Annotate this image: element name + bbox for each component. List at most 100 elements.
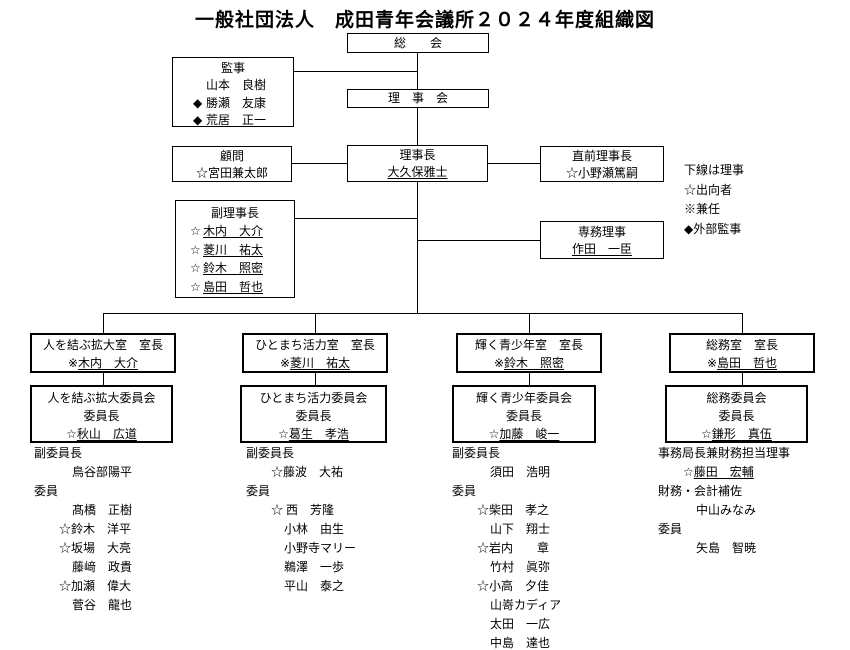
connector-line (417, 108, 418, 145)
dispatch-star-icon: ☆ (488, 427, 500, 441)
concurrent-mark: ※ (493, 356, 505, 370)
roster-member: ☆坂場 大亮 (59, 541, 132, 555)
roster-member: ☆ 西 芳隆 (271, 503, 335, 517)
box-dept-youth: 輝く青少年室 室長 ※ 鈴木 照密 (456, 333, 602, 373)
roster-member: ☆岩内 章 (477, 541, 550, 555)
auditor-row: ◆ 荒居 正一 (173, 112, 293, 130)
committee-chair-name: 葛生 孝浩 (288, 427, 349, 441)
roster-role-label: 委員 (34, 484, 59, 498)
dispatch-star-icon: ☆ (190, 261, 201, 275)
roster-member: 太田 一広 (490, 617, 551, 631)
roster-member: 中島 達也 (490, 636, 551, 650)
roster-role-label: 副委員長 (34, 446, 83, 460)
roster-member: 中山みなみ (696, 503, 757, 517)
vice-chairman-row: ☆ 鈴木 照密 (176, 259, 294, 278)
connector-line (529, 373, 530, 385)
roster-member: 平山 泰之 (284, 579, 345, 593)
marker (193, 77, 206, 95)
dept-chief-name: 木内 大介 (78, 356, 139, 370)
auditor-name: 荒居 正一 (206, 113, 267, 127)
vice-chairman-row: ☆ 木内 大介 (176, 222, 294, 241)
roster-member: 竹村 眞弥 (490, 560, 551, 574)
connector-line (103, 313, 743, 314)
connector-line (103, 313, 104, 333)
roster-member: ☆加瀬 偉大 (59, 579, 132, 593)
dept-chief-name: 菱川 祐太 (290, 356, 351, 370)
box-executive-director: 専務理事 作田 一臣 (540, 221, 664, 259)
roster-general-affairs: 事務局長兼財務担当理事 ☆ 藤田 宏輔 財務・会計補佐 中山みなみ 委員 矢島 … (652, 444, 850, 558)
chairman-title: 理事長 (399, 148, 436, 162)
vice-chairmen-title: 副理事長 (210, 206, 259, 220)
dispatch-star-icon: ☆ (66, 427, 77, 441)
roster-role-label: 委員 (246, 484, 271, 498)
legend-item: 下線は理事 (684, 163, 745, 177)
roster-member: 小野寺マリー (284, 541, 357, 555)
connector-line (417, 182, 418, 313)
roster-role-label: 財務・会計補佐 (658, 484, 743, 498)
connector-line (295, 218, 417, 219)
external-auditor-icon: ◆ (193, 95, 203, 110)
roster-expansion: 副委員長 鳥谷部陽平 委員 髙橋 正樹 ☆鈴木 洋平 ☆坂場 大亮 藤﨑 政貴 … (28, 444, 223, 615)
connector-line (292, 163, 347, 164)
box-dept-general-affairs: 総務室 室長 ※ 島田 哲也 (669, 333, 815, 373)
dept-chief: ※ 鈴木 照密 (458, 354, 600, 372)
dispatch-star-icon: ☆ (278, 427, 289, 441)
past-chairman-name: ☆小野瀬篤嗣 (565, 166, 638, 180)
connector-line (742, 373, 743, 385)
dispatch-star-icon: ☆ (190, 279, 201, 294)
vice-chairman-row: ☆ 島田 哲也 (176, 278, 294, 297)
dispatch-star-icon: ☆ (190, 224, 201, 238)
dept-chief: ※ 菱川 祐太 (244, 354, 386, 372)
connector-line (315, 313, 316, 333)
dispatch-star-icon: ☆ (683, 465, 694, 479)
concurrent-mark: ※ (67, 356, 79, 370)
advisor-title: 顧問 (219, 149, 244, 163)
auditors-title: 監事 (220, 61, 245, 75)
concurrent-mark: ※ (279, 356, 291, 370)
committee-role: 委員長 (83, 409, 120, 423)
connector-line (488, 163, 540, 164)
roster-member: 鳥谷部陽平 (72, 465, 133, 479)
committee-title: 輝く青少年委員会 (475, 391, 572, 405)
connector-line (742, 313, 743, 333)
vice-chairman-name: 木内 大介 (203, 224, 264, 238)
board-label: 理 事 会 (387, 91, 448, 105)
connector-line (315, 373, 316, 385)
box-chairman: 理事長 大久保雅士 (347, 145, 488, 182)
legend-item: ※兼任 (684, 202, 721, 216)
roster-member: ☆小高 夕佳 (477, 579, 550, 593)
committee-title: 総務委員会 (706, 391, 767, 405)
dept-chief-name: 鈴木 照密 (504, 356, 565, 370)
connector-line (294, 71, 417, 72)
legend-item: ☆出向者 (684, 182, 733, 197)
roster-member: ☆ 藤田 宏輔 (652, 463, 850, 482)
box-board-of-directors: 理 事 会 (347, 89, 489, 108)
roster-member: 藤﨑 政貴 (72, 560, 133, 574)
concurrent-mark: ※ (706, 356, 718, 370)
dept-chief-name: 島田 哲也 (717, 356, 778, 370)
dept-title: 人を結ぶ拡大室 室長 (42, 338, 163, 352)
advisor-name: ☆宮田兼太郎 (195, 166, 268, 180)
committee-title: 人を結ぶ拡大委員会 (47, 391, 156, 405)
secretary-general-name: 藤田 宏輔 (693, 465, 754, 479)
box-committee-community: ひとまち活力委員会 委員長 ☆ 葛生 孝浩 (240, 385, 387, 443)
roster-role-label: 副委員長 (246, 446, 295, 460)
committee-chair-name: 秋山 広道 (76, 427, 137, 441)
dept-title: 総務室 室長 (705, 338, 778, 352)
box-vice-chairmen: 副理事長 ☆ 木内 大介 ☆ 菱川 祐太 ☆ 鈴木 照密 ☆ 島田 哲也 (175, 200, 295, 298)
executive-director-title: 専務理事 (577, 225, 626, 239)
dispatch-star-icon: ☆ (190, 242, 201, 257)
roster-youth: 副委員長 須田 浩明 委員 ☆柴田 孝之 山下 翔士 ☆岩内 章 竹村 眞弥 ☆… (446, 444, 646, 650)
auditor-row: ◆ 勝瀬 友康 (173, 95, 293, 113)
dept-chief: ※ 木内 大介 (32, 354, 174, 372)
roster-role-label: 副委員長 (452, 446, 501, 460)
legend-item: ◆外部監事 (684, 221, 742, 236)
box-immediate-past-chairman: 直前理事長 ☆小野瀬篤嗣 (540, 146, 664, 182)
committee-chair: ☆ 秋山 広道 (32, 425, 171, 443)
committee-chair: ☆ 加藤 峻一 (454, 425, 594, 443)
roster-member: 山下 翔士 (490, 522, 551, 536)
vice-chairman-name: 鈴木 照密 (203, 261, 264, 275)
dispatch-star-icon: ☆ (701, 427, 712, 441)
vice-chairman-row: ☆ 菱川 祐太 (176, 241, 294, 260)
